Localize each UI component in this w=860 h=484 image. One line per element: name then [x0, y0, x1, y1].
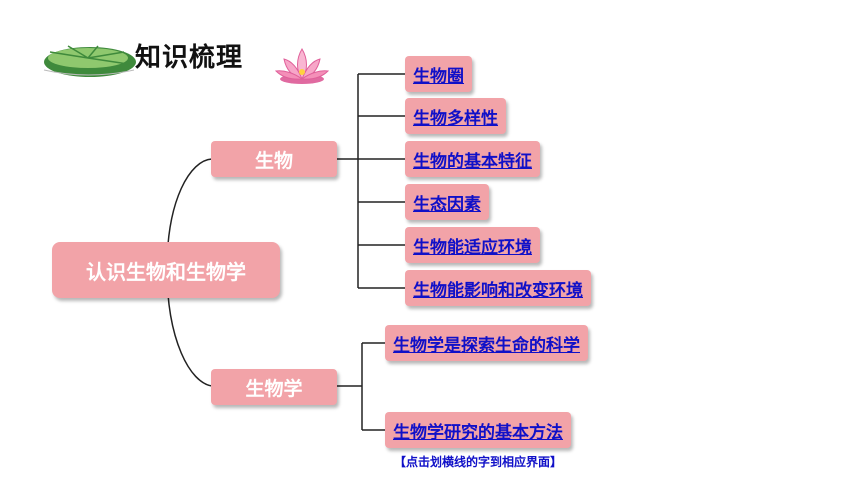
link-biology-science[interactable]: 生物学是探索生命的科学: [385, 325, 588, 361]
link-basic-characteristics[interactable]: 生物的基本特征: [405, 141, 540, 177]
root-node: 认识生物和生物学: [52, 242, 280, 298]
hint-text: 【点击划横线的字到相应界面】: [394, 455, 563, 469]
link-research-methods[interactable]: 生物学研究的基本方法: [385, 412, 571, 448]
link-adapt-environment[interactable]: 生物能适应环境: [405, 227, 540, 263]
link-ecological-factors[interactable]: 生态因素: [405, 184, 489, 220]
lotus-flower-icon: [274, 48, 330, 84]
lotus-leaf-icon: [43, 45, 136, 77]
branch-node-biology-science: 生物学: [211, 369, 337, 405]
branch-node-biology: 生物: [211, 141, 337, 177]
link-affect-environment[interactable]: 生物能影响和改变环境: [405, 270, 591, 306]
page-title: 知识梳理: [135, 43, 244, 73]
link-biodiversity[interactable]: 生物多样性: [405, 98, 506, 134]
link-biosphere[interactable]: 生物圈: [405, 56, 472, 92]
